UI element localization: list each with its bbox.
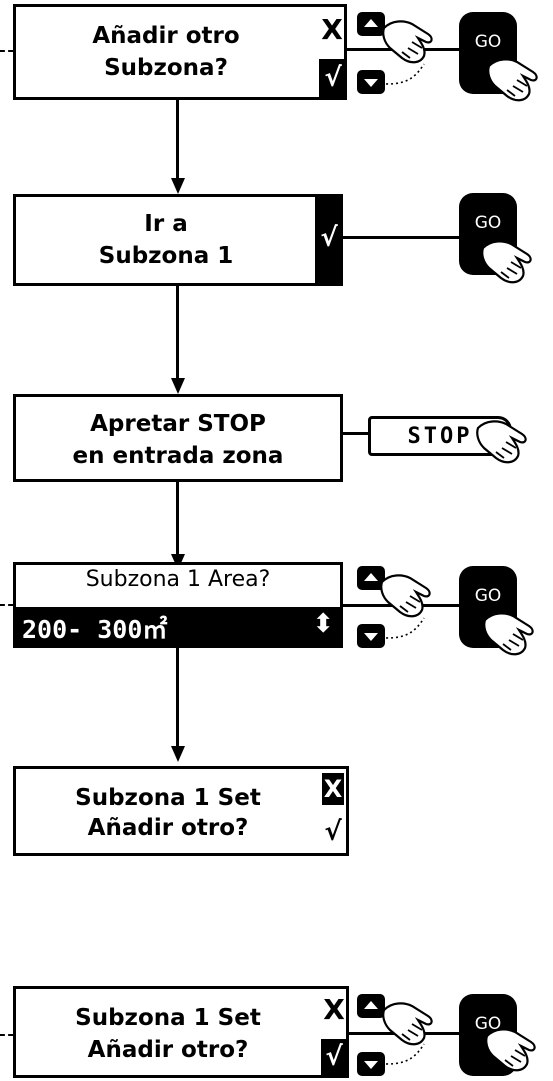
up-arrow-button-icon[interactable] [357,12,385,36]
pointing-hand-icon [481,240,532,284]
dotted-swipe-path [385,63,425,85]
flow-arrow [176,286,179,380]
screen-line-1: Apretar STOP [90,411,266,437]
down-arrow-button-icon[interactable] [357,624,385,648]
arrow-down-icon [171,378,185,394]
pointing-hand-icon [476,420,527,464]
screen-line-2: Añadir otro? [87,1037,249,1063]
cancel-x-icon: X [321,13,343,46]
flow-arrow [176,482,179,556]
lcd-screen-press-stop: Apretar STOP en entrada zona [13,394,343,482]
confirm-check-icon: √ [319,59,347,97]
dotted-swipe-path [385,617,425,639]
up-arrow-button-icon[interactable] [357,994,385,1018]
lcd-screen-subzone-set-repeat: Subzona 1 Set Añadir otro? X √ [13,986,349,1078]
go-label: GO [474,213,502,233]
down-arrow-button-icon[interactable] [357,70,385,94]
arrow-down-icon [171,746,185,762]
connector-line [343,236,465,239]
screen-line-1: Subzona 1 Set [75,785,261,811]
screen-line-1: Subzona 1 Set [75,1005,261,1031]
area-title: Subzona 1 Area? [85,567,271,592]
lcd-screen-subzone-area: Subzona 1 Area? 200- 300㎡ ⬍ [13,562,343,648]
confirm-check-icon: √ [324,817,342,847]
connector-line [343,432,371,435]
go-label: GO [474,1014,502,1034]
go-label: GO [474,32,502,52]
area-value: 200- 300㎡ [22,615,168,644]
flow-arrow [176,100,179,180]
incoming-dashed-line [0,50,13,52]
flow-arrow [176,648,179,748]
screen-line-2: Subzona? [104,55,228,81]
cancel-x-icon: X [323,993,345,1026]
up-down-arrows-icon: ⬍ [312,609,334,639]
screen-line-2: en entrada zona [72,443,284,469]
arrow-down-icon [171,178,185,194]
lcd-screen-go-to-subzone: Ir a Subzona 1 √ [13,194,343,286]
incoming-dashed-line [0,1034,13,1036]
screen-line-1: Ir a [144,211,188,237]
pointing-hand-icon [483,612,534,656]
screen-line-1: Añadir otro [92,23,240,49]
go-label: GO [474,586,502,606]
dotted-swipe-path [385,1043,425,1065]
lcd-screen-subzone-set: Subzona 1 Set Añadir otro? X √ [13,766,349,856]
lcd-screen-add-subzone: Añadir otro Subzona? X √ [13,4,347,100]
screen-line-2: Añadir otro? [87,815,249,841]
confirm-check-icon: √ [321,1039,347,1075]
confirm-check-icon: √ [315,197,343,283]
screen-line-2: Subzona 1 [98,243,234,269]
stop-label: STOP [407,424,473,449]
pointing-hand-icon [485,1028,536,1072]
pointing-hand-icon [487,58,538,102]
down-arrow-button-icon[interactable] [357,1052,385,1076]
incoming-dashed-line [0,604,13,606]
cancel-x-icon: X [322,773,344,805]
area-selector[interactable]: 200- 300㎡ ⬍ [16,607,340,645]
